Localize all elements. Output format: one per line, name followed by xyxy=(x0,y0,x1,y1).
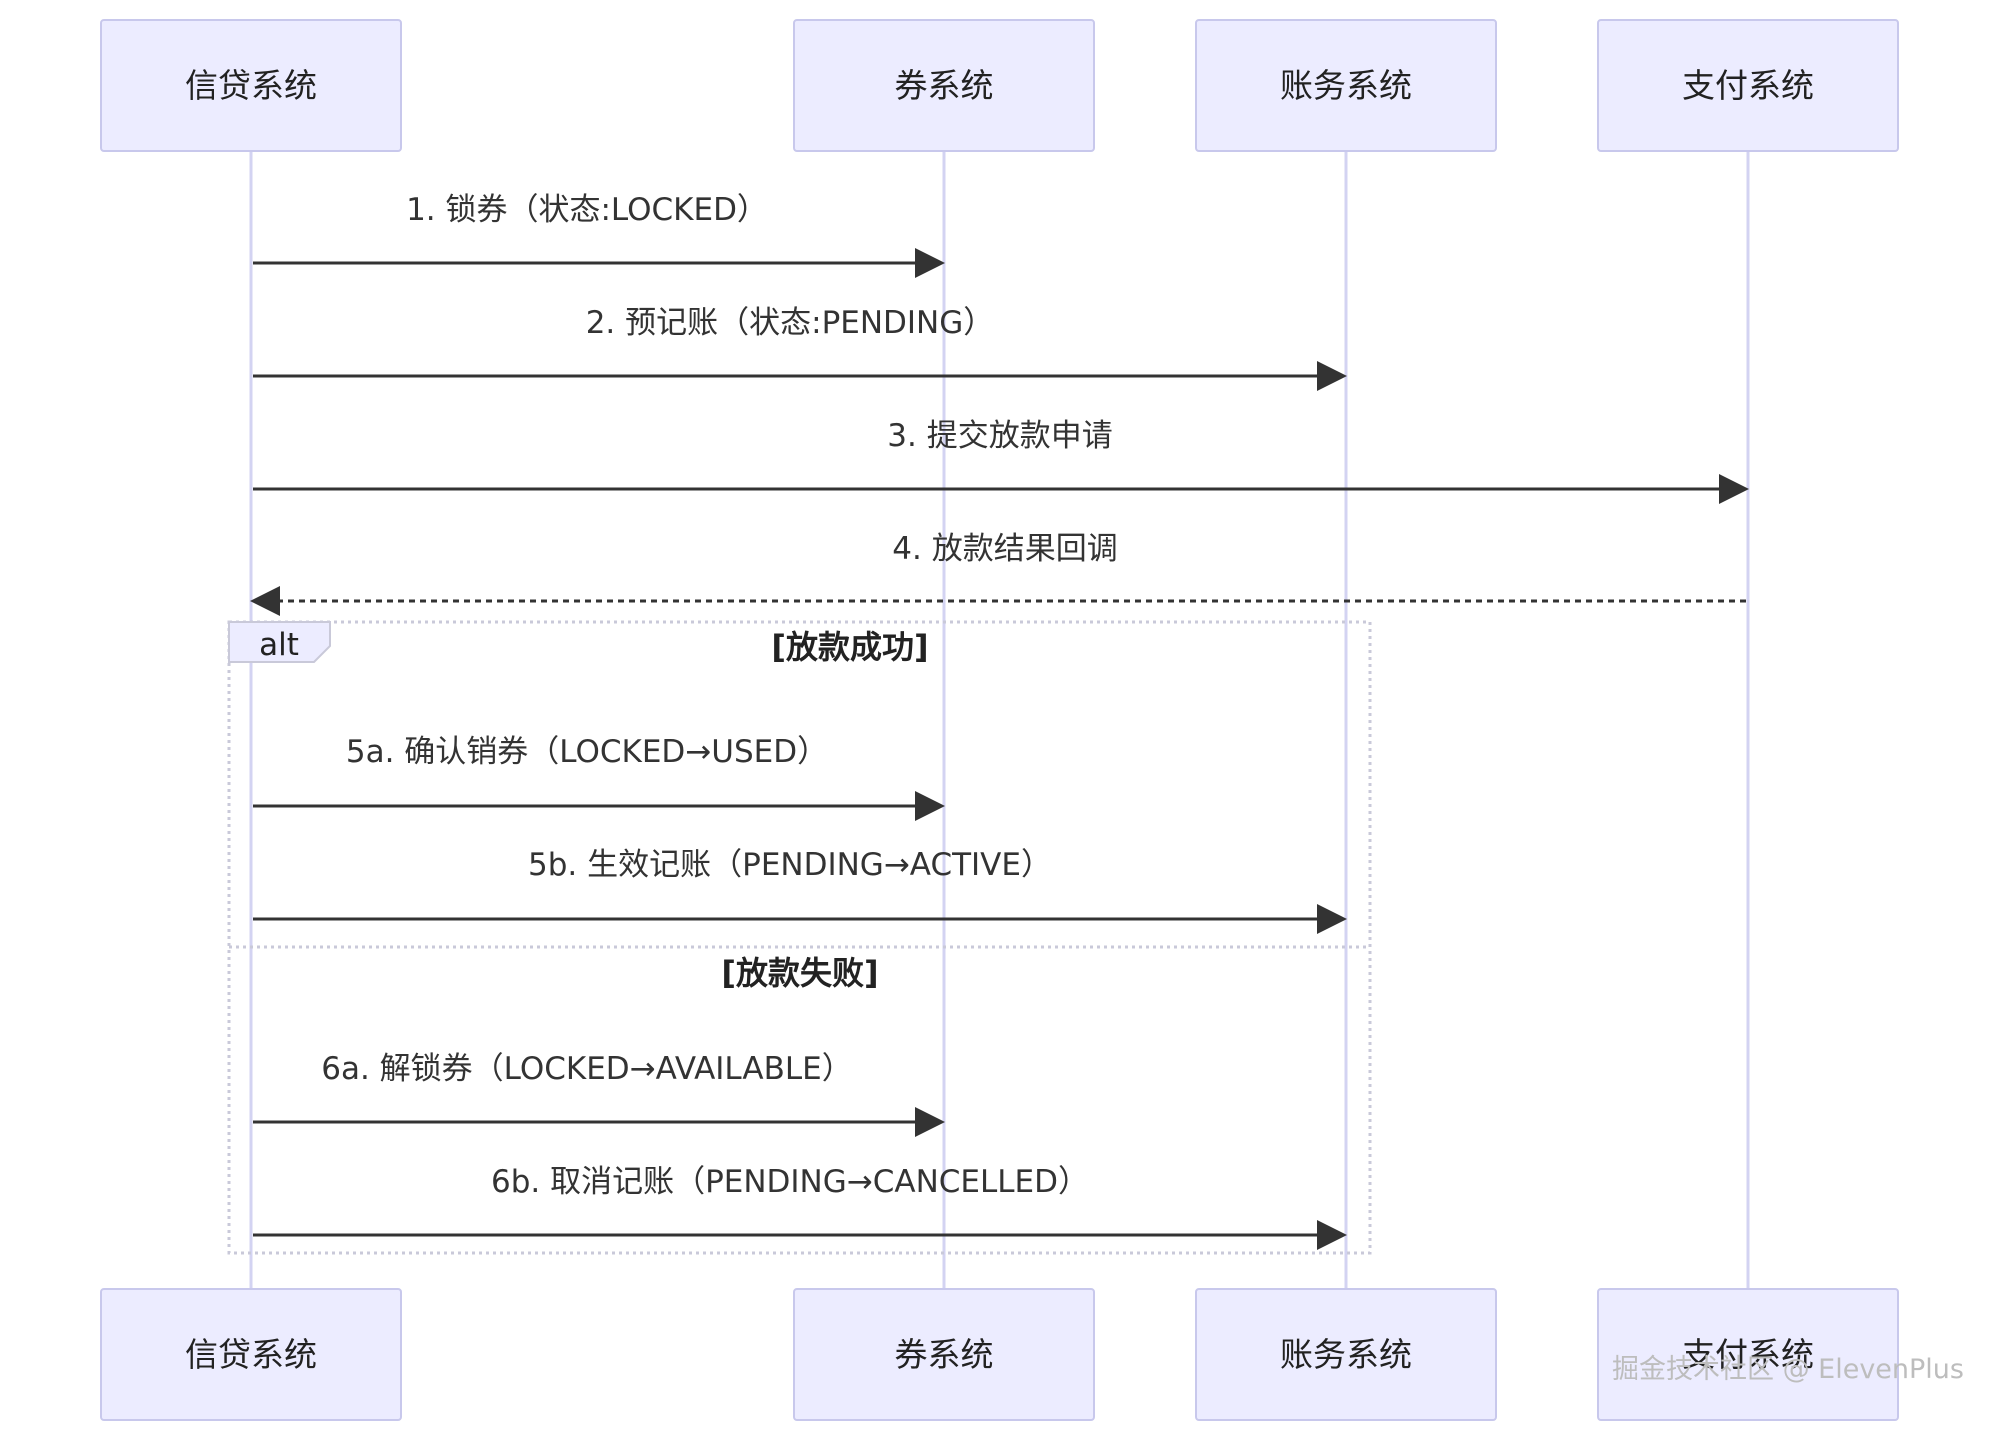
actor-label: 支付系统 xyxy=(1682,1335,1814,1374)
actor-ledger-top[interactable]: 账务系统 xyxy=(1195,19,1497,152)
alt-frame-border xyxy=(227,620,1372,1255)
message-3: 3. 提交放款申请 xyxy=(253,418,1749,504)
message-label: 6a. 解锁券（LOCKED→AVAILABLE） xyxy=(321,1051,853,1087)
actor-payment-bottom[interactable]: 支付系统 xyxy=(1597,1288,1899,1421)
message-label: 6b. 取消记账（PENDING→CANCELLED） xyxy=(491,1164,1089,1200)
message-6b: 6b. 取消记账（PENDING→CANCELLED） xyxy=(253,1164,1347,1250)
actor-coupon-top[interactable]: 券系统 xyxy=(793,19,1095,152)
message-6a: 6a. 解锁券（LOCKED→AVAILABLE） xyxy=(253,1051,945,1137)
alt-guard-success: [放款成功] xyxy=(771,628,928,666)
message-label: 4. 放款结果回调 xyxy=(892,531,1117,567)
lifelines xyxy=(249,151,1750,1289)
message-5b: 5b. 生效记账（PENDING→ACTIVE） xyxy=(253,847,1347,934)
alt-keyword: alt xyxy=(259,627,299,663)
message-label: 3. 提交放款申请 xyxy=(887,418,1112,454)
actor-label: 账务系统 xyxy=(1280,1335,1412,1374)
message-4: 4. 放款结果回调 xyxy=(250,531,1746,616)
actor-credit-bottom[interactable]: 信贷系统 xyxy=(100,1288,402,1421)
actor-label: 支付系统 xyxy=(1682,66,1814,105)
actor-payment-top[interactable]: 支付系统 xyxy=(1597,19,1899,152)
actors-bottom: 信贷系统 券系统 账务系统 支付系统 xyxy=(100,1288,1899,1421)
actor-credit-top[interactable]: 信贷系统 xyxy=(100,19,402,152)
message-5a: 5a. 确认销券（LOCKED→USED） xyxy=(253,734,945,821)
message-label: 5a. 确认销券（LOCKED→USED） xyxy=(346,734,828,770)
actor-coupon-bottom[interactable]: 券系统 xyxy=(793,1288,1095,1421)
actor-label: 券系统 xyxy=(895,1335,994,1374)
watermark: 掘金技术社区 @ ElevenPlus xyxy=(1611,1354,1964,1385)
message-label: 1. 锁券（状态:LOCKED） xyxy=(406,192,768,228)
actors-top: 信贷系统 券系统 账务系统 支付系统 xyxy=(100,19,1899,152)
message-label: 5b. 生效记账（PENDING→ACTIVE） xyxy=(528,847,1052,883)
actor-ledger-bottom[interactable]: 账务系统 xyxy=(1195,1288,1497,1421)
alt-frame: alt [放款成功] [放款失败] xyxy=(227,620,1372,1255)
actor-label: 信贷系统 xyxy=(185,1335,317,1374)
message-1: 1. 锁券（状态:LOCKED） xyxy=(253,192,945,278)
alt-guard-failure: [放款失败] xyxy=(721,954,878,992)
alt-keyword-tab xyxy=(228,621,331,663)
message-2: 2. 预记账（状态:PENDING） xyxy=(253,305,1347,391)
actor-label: 账务系统 xyxy=(1280,66,1412,105)
actor-label: 券系统 xyxy=(895,66,994,105)
messages: 1. 锁券（状态:LOCKED） 2. 预记账（状态:PENDING） 3. 提… xyxy=(250,192,1749,1250)
message-label: 2. 预记账（状态:PENDING） xyxy=(586,305,995,341)
actor-label: 信贷系统 xyxy=(185,66,317,105)
